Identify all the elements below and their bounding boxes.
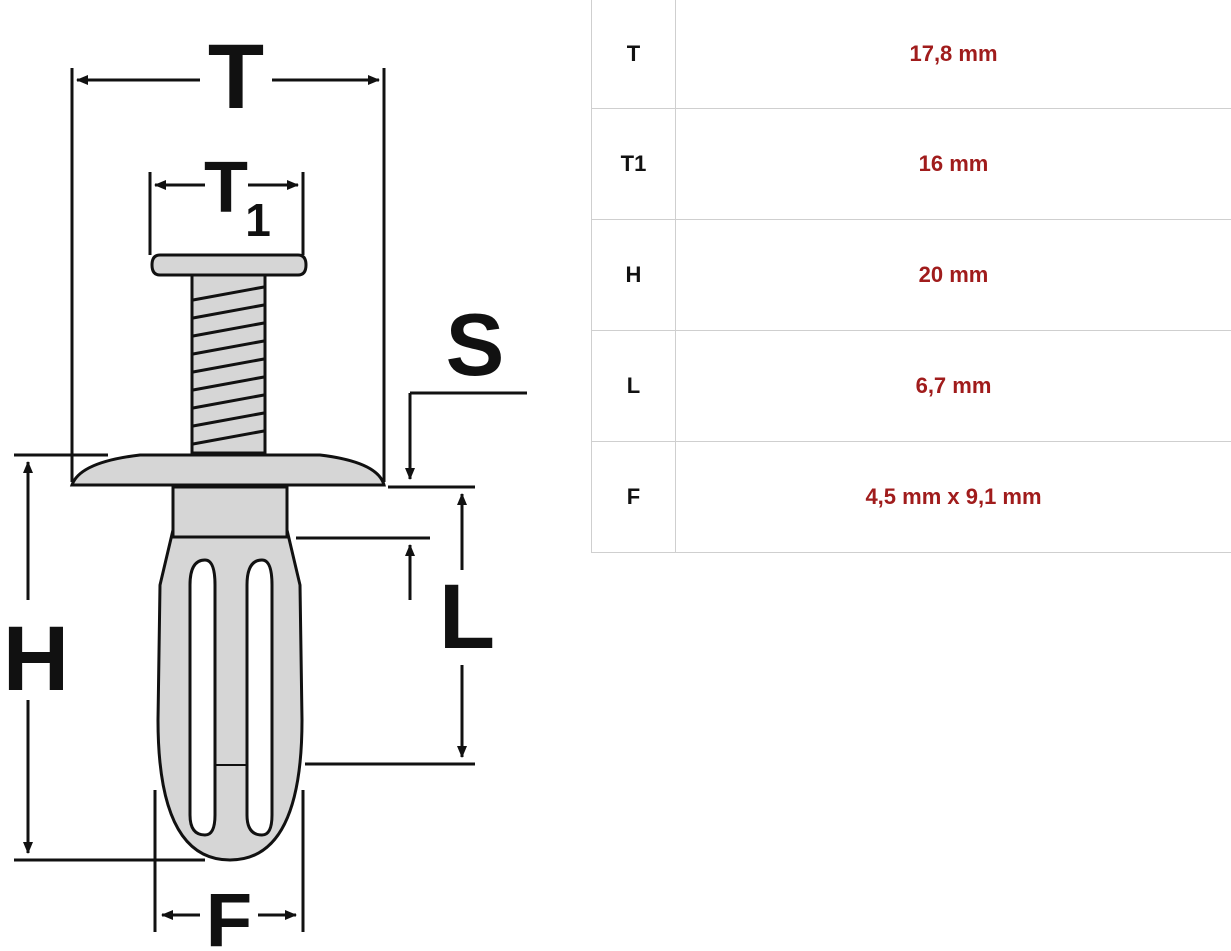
- spec-label: T1: [591, 108, 676, 220]
- spec-value: 20 mm: [675, 219, 1231, 331]
- spec-label: L: [591, 330, 676, 442]
- spec-label: F: [591, 441, 676, 553]
- rivet-part: [69, 253, 386, 862]
- spec-value: 17,8 mm: [675, 0, 1231, 109]
- spec-value: 6,7 mm: [675, 330, 1231, 442]
- spec-label: T: [591, 0, 676, 109]
- rivet-flange: [69, 453, 386, 487]
- spec-value: 16 mm: [675, 108, 1231, 220]
- rivet-slot-right: [245, 558, 274, 837]
- rivet-pin-head: [150, 253, 308, 277]
- label-T: T: [208, 26, 264, 128]
- label-T1-main: T: [204, 148, 248, 228]
- table-row: T1 16 mm: [591, 108, 1231, 220]
- table-row: F 4,5 mm x 9,1 mm: [591, 441, 1231, 553]
- rivet-legs: [156, 528, 304, 862]
- table-row: H 20 mm: [591, 219, 1231, 331]
- label-S: S: [446, 295, 505, 394]
- label-T1-sub: 1: [245, 194, 271, 246]
- pin-threads: [192, 285, 265, 446]
- label-F: F: [206, 878, 252, 951]
- table-row: L 6,7 mm: [591, 330, 1231, 442]
- spec-value: 4,5 mm x 9,1 mm: [675, 441, 1231, 553]
- table-row: T 17,8 mm: [591, 0, 1231, 109]
- label-L: L: [439, 566, 495, 668]
- rivet-slot-left: [188, 558, 217, 837]
- spec-table: T 17,8 mm T1 16 mm H 20 mm L 6,7 mm F 4,…: [591, 0, 1231, 553]
- push-rivet-diagram: T T 1 S H L F: [3, 26, 527, 951]
- rivet-neck: [171, 485, 289, 539]
- label-H: H: [3, 608, 69, 710]
- dimension-lines: [14, 68, 527, 932]
- spec-label: H: [591, 219, 676, 331]
